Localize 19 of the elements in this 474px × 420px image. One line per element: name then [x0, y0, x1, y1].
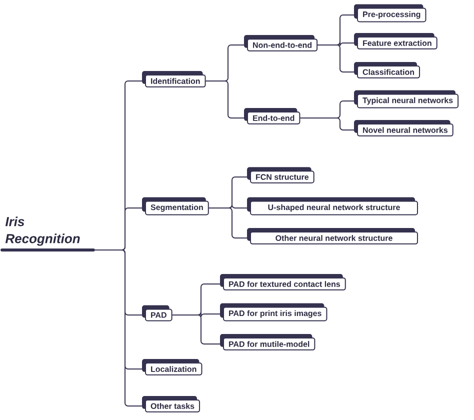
- topic-box: Novel neural networks: [354, 120, 454, 136]
- topic-box: Pre-processing: [354, 4, 426, 22]
- topic-box: PAD for textured contact lens: [220, 274, 346, 290]
- root-title: Iris Recognition: [0, 216, 95, 252]
- topic-box: Other tasks: [142, 396, 200, 412]
- topic-box: Identification: [142, 71, 206, 88]
- topic-box: End-to-end: [244, 108, 300, 124]
- topic-box: Other neural network structure: [247, 228, 418, 244]
- topic-box: Typical neural networks: [354, 90, 459, 108]
- topic-box: Segmentation: [142, 197, 209, 216]
- topic-box: PAD for mutile-model: [220, 334, 316, 350]
- topic-box: U-shaped neural network structure: [247, 197, 418, 216]
- topic-box: PAD: [142, 305, 172, 322]
- topic-box: Classification: [354, 62, 420, 78]
- topic-box: PAD for print iris images: [220, 303, 328, 322]
- topic-box: Non-end-to-end: [244, 35, 318, 52]
- topic-box: Feature extraction: [354, 33, 438, 50]
- topic-box: FCN structure: [247, 167, 314, 184]
- topic-box: Localization: [142, 359, 202, 376]
